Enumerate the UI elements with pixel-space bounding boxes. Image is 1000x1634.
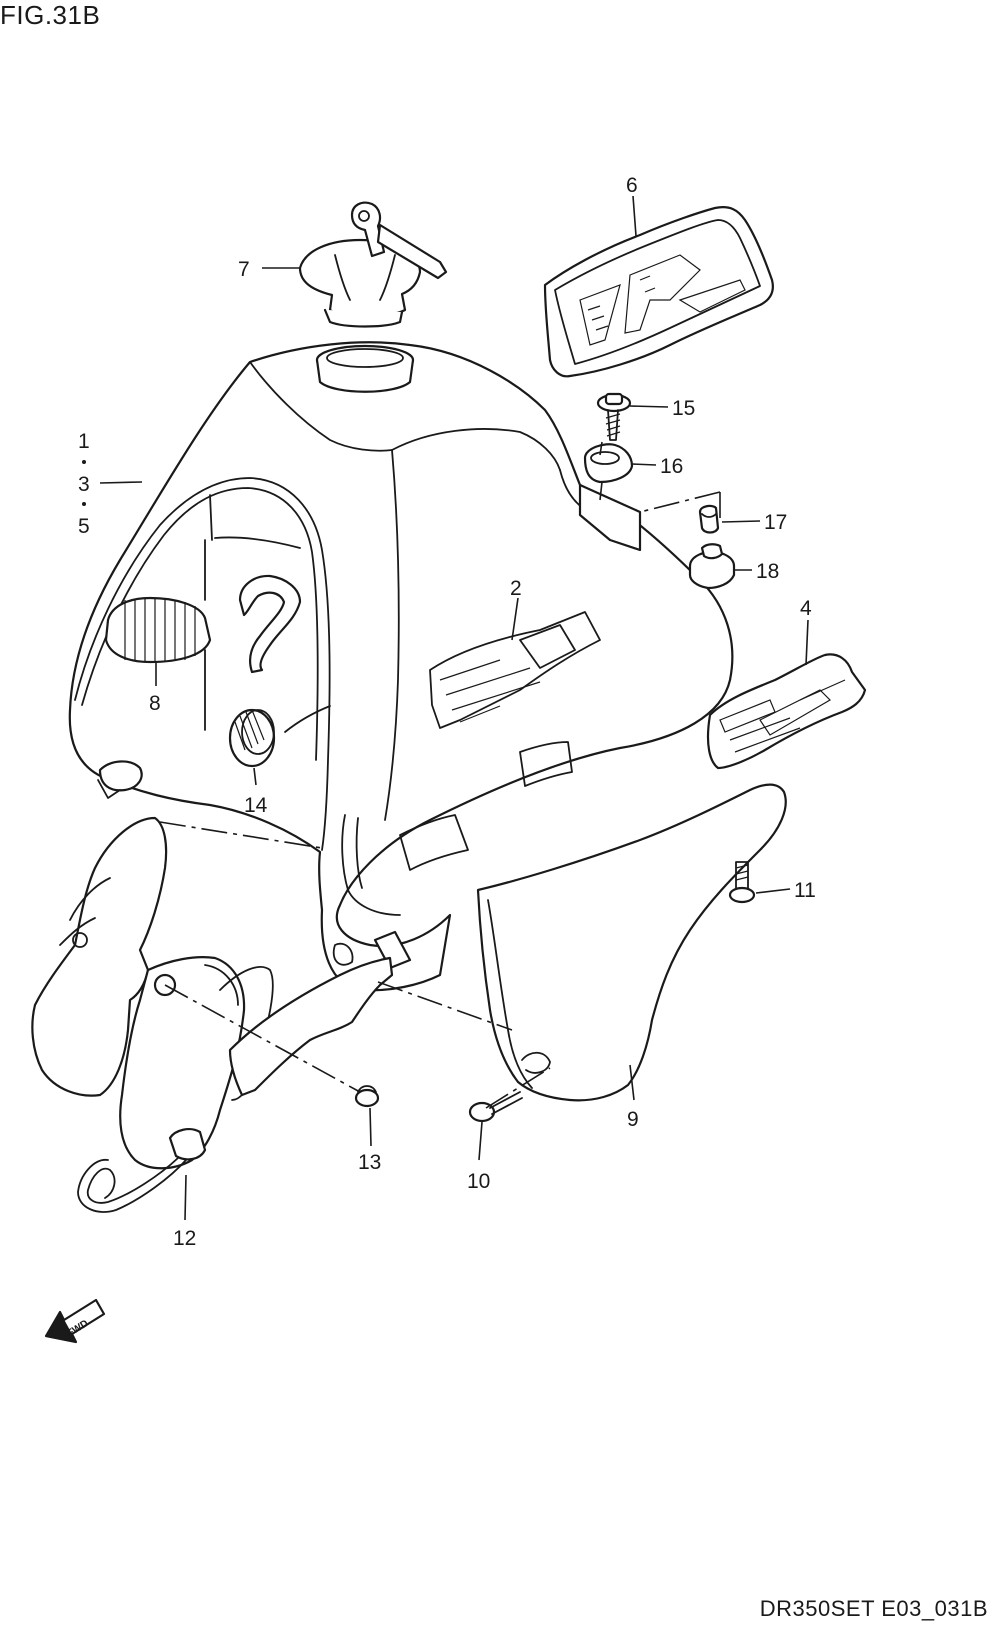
callout-dot [82, 502, 86, 506]
callout-13: 13 [358, 1151, 381, 1174]
callout-12: 12 [173, 1227, 196, 1250]
callout-10: 10 [467, 1170, 490, 1193]
callout-labels: 1 3 5 2 4 6 7 8 9 10 11 12 13 14 15 16 1… [78, 174, 816, 1250]
mount-bracket [228, 956, 394, 1097]
fuel-tank [68, 341, 734, 992]
callout-17: 17 [764, 511, 787, 534]
bolt-15 [596, 392, 632, 441]
callout-8: 8 [149, 692, 161, 715]
fuel-cock-knob [228, 708, 276, 768]
side-emblem-upper [543, 206, 774, 378]
screw-13 [354, 1085, 380, 1108]
frame-cover [31, 816, 274, 1213]
callout-4: 4 [800, 597, 812, 620]
callout-9: 9 [627, 1108, 639, 1131]
screw-10 [468, 1091, 523, 1123]
grommet-8 [104, 596, 212, 664]
callout-18: 18 [756, 560, 779, 583]
callout-11: 11 [794, 879, 816, 902]
screw-11 [728, 861, 756, 904]
callout-3: 3 [78, 473, 90, 496]
side-emblem-lower [706, 653, 867, 770]
assembly-lines [159, 441, 721, 1109]
cushion-16 [583, 443, 634, 484]
callout-7: 7 [238, 258, 250, 281]
side-cover [476, 783, 787, 1102]
callout-2: 2 [510, 577, 522, 600]
callout-dot [82, 460, 86, 464]
callout-1: 1 [78, 430, 90, 453]
callout-15: 15 [672, 397, 695, 420]
forward-arrow-icon: FWD [44, 1298, 106, 1344]
collar-17 [698, 504, 720, 534]
document-code: DR350SET E03_031B [759, 1596, 988, 1621]
fuel-cap [298, 201, 448, 328]
cushion-18 [688, 543, 736, 590]
leader-lines [99, 195, 809, 1221]
callout-5: 5 [78, 515, 90, 538]
tank-decal-dr [429, 611, 601, 729]
callout-16: 16 [660, 455, 683, 478]
hose-clip [238, 574, 302, 674]
callout-14: 14 [244, 794, 268, 817]
callout-6: 6 [626, 174, 638, 197]
figure-title: FIG.31B [0, 0, 101, 30]
